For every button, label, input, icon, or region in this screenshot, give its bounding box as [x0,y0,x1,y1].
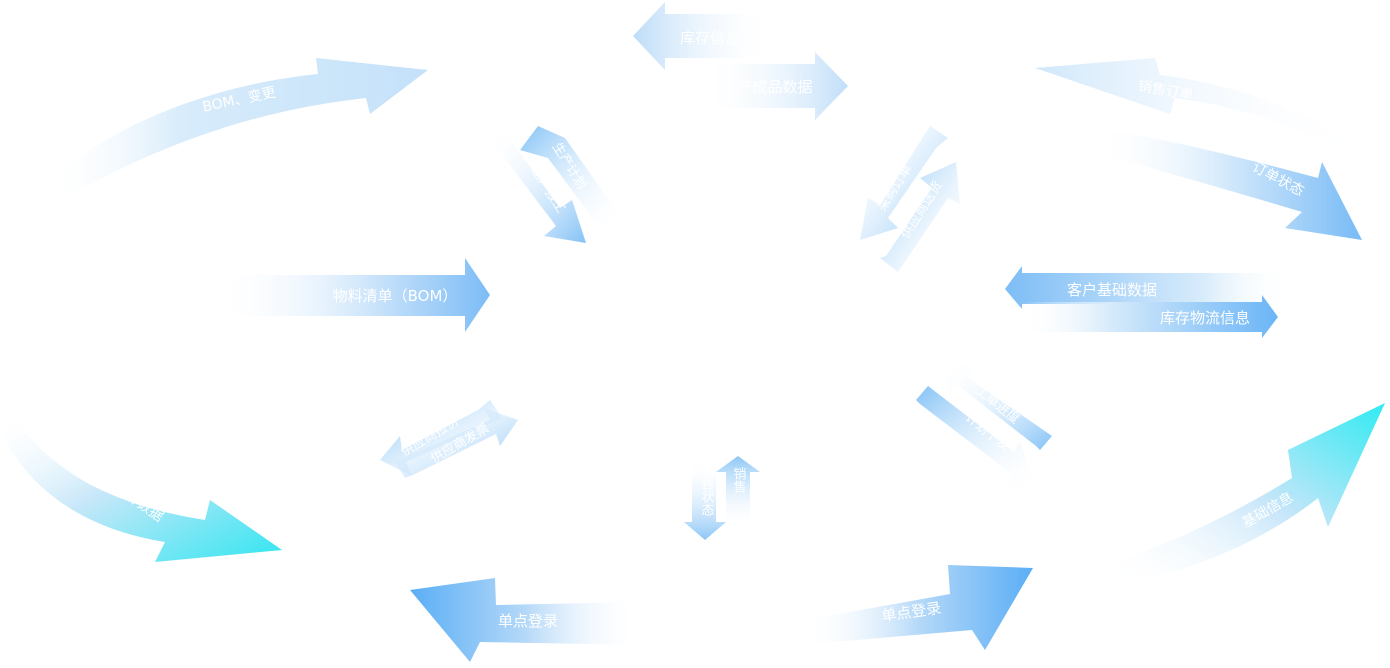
label-bom-list: 物料清单（BOM） [333,287,458,305]
arrow-inventory-info: 库存信息 [633,2,775,70]
arrow-customer-base-data: 客户基础数据 [1005,266,1290,309]
arrow-sales-order: 销售订单 [1035,58,1368,165]
arrow-sso-right: 单点登录 [805,565,1033,650]
arrow-sales: 销售 [716,456,760,528]
arrow-finished-goods-data: 产成品数据 [700,52,848,120]
label-sso-left: 单点登录 [498,612,558,630]
label-sales: 销售 [731,467,747,493]
arrow-plan-release: 计划下发 [916,386,1037,488]
label-customer-base-data: 客户基础数据 [1067,281,1157,299]
arrow-sales-status: 销售状态 [684,460,726,540]
arrow-sso-left: 单点登录 [410,578,640,662]
arrow-bom-list: 物料清单（BOM） [215,258,490,332]
label-finished-goods-data: 产成品数据 [737,78,812,96]
arrow-order-status: 订单状态 [1095,128,1362,240]
label-sales-status: 销售状态 [699,464,715,516]
label-inventory-logistics: 库存物流信息 [1160,309,1250,327]
arrow-product-design-data: 产品设计数据 [5,408,282,562]
arrow-inventory-logistics: 库存物流信息 [1020,295,1278,338]
arrow-base-info: 基础信息 [1120,403,1385,585]
arrow-bom-change: BOM、变更 [45,58,428,195]
label-inventory-info: 库存信息 [680,29,740,47]
